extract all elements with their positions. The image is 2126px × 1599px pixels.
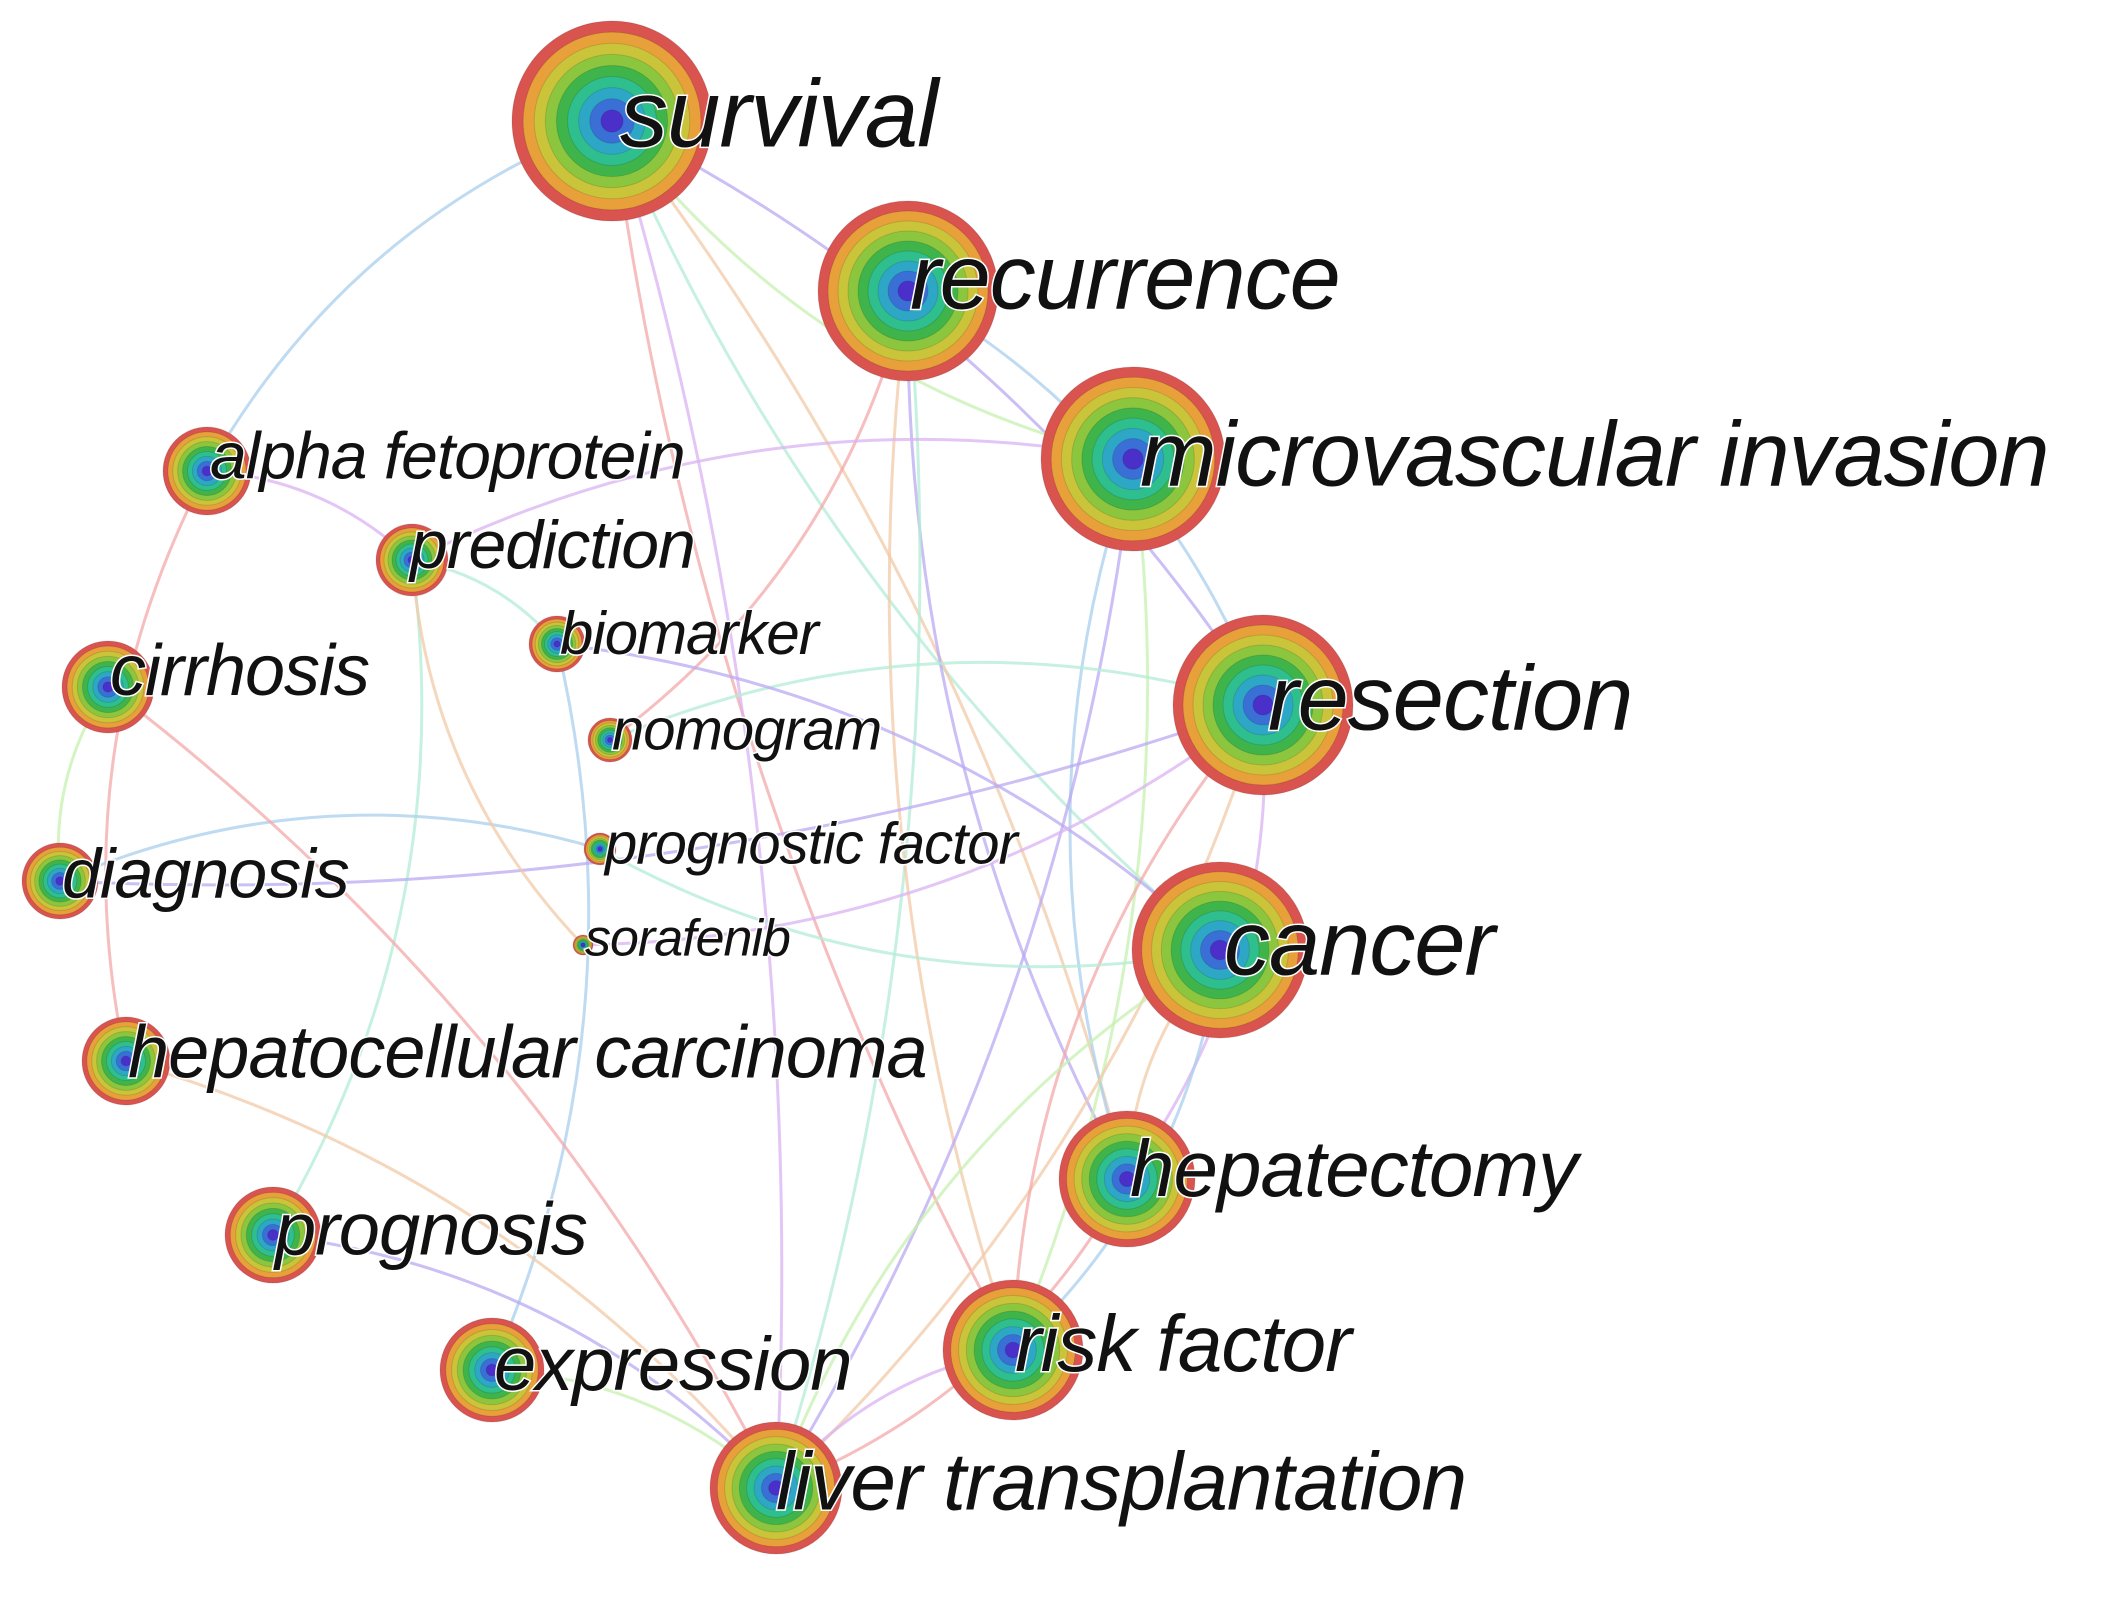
edge-resection-risk-factor [1011,704,1265,1351]
node-label-recurrence: recurrence [910,226,1340,328]
node-ring [597,846,603,852]
node-ring [407,555,417,565]
node-cancer[interactable] [1131,861,1309,1039]
labels-layer: survival recurrence microvascular invasion… [61,59,2052,1529]
node-label-expression: expression [494,1322,852,1407]
node-label-hepatectomy: hepatectomy [1130,1124,1583,1213]
edge-cancer-biomarker [556,642,1222,952]
edge-survival-resection [611,119,1265,706]
node-ring [553,640,561,648]
node-label-prognosis: prognosis [273,1188,587,1271]
edge-sorafenib-resection [582,703,1264,947]
node-ring [1118,1170,1136,1188]
node-label-prognostic-factor: prognostic factor [603,811,1020,876]
edge-cancer-prognostic-factor [599,847,1221,969]
node-ring [1252,694,1274,716]
node-ring [607,737,613,743]
node-label-alpha-fetoprotein: alpha fetoprotein [210,418,685,492]
node-label-risk-factor: risk factor [1015,1299,1355,1388]
node-ring [120,1055,132,1067]
node-ring [600,109,624,133]
node-label-hepatocellular-carcinoma: hepatocellular carcinoma [128,1011,927,1094]
edge-diagnosis-resection [59,703,1264,887]
edge-alpha-fetoprotein-hepatocellular-carcinoma [104,470,209,1062]
node-ring [580,942,586,948]
node-ring [768,1480,784,1496]
node-ring [1122,448,1144,470]
node-expression[interactable] [439,1317,545,1423]
edge-hepatocellular-carcinoma-liver-transplantation [125,1059,778,1489]
edge-resection-liver-transplantation [774,704,1265,1490]
node-ring [267,1229,279,1241]
edge-microvascular-invasion-liver-transplantation [774,458,1135,1489]
edge-recurrence-risk-factor [887,290,1015,1351]
node-label-microvascular-invasion: microvascular invasion [1140,403,2049,505]
node-ring [485,1363,499,1377]
node-cirrhosis[interactable] [61,640,155,734]
node-nomogram[interactable] [587,717,633,763]
node-prognosis[interactable] [224,1186,322,1284]
edge-microvascular-invasion-risk-factor [1011,458,1150,1351]
node-hepatocellular-carcinoma[interactable] [81,1016,171,1106]
node-ring [1004,1341,1022,1359]
node-label-nomogram: nomogram [612,697,881,762]
edge-survival-risk-factor [610,120,1015,1351]
edge-survival-hepatectomy [610,120,1129,1180]
edge-expression-biomarker [490,643,591,1371]
node-label-resection: resection [1268,647,1632,749]
node-risk-factor[interactable] [942,1279,1084,1421]
node-microvascular-invasion[interactable] [1040,366,1226,552]
edge-prognosis-liver-transplantation [272,1233,778,1490]
node-alpha-fetoprotein[interactable] [162,426,252,516]
node-ring [55,876,65,886]
edge-survival-liver-transplantation [610,120,784,1489]
edge-diagnosis-prognostic-factor [59,813,601,883]
node-hepatectomy[interactable] [1058,1110,1196,1248]
node-ring [102,681,114,693]
node-label-sorafenib: sorafenib [585,910,790,968]
node-label-diagnosis: diagnosis [62,834,349,912]
edge-prognosis-prediction [271,559,424,1236]
node-sorafenib[interactable] [572,934,594,956]
edge-resection-nomogram [609,661,1264,742]
node-label-biomarker: biomarker [560,600,821,667]
edge-survival-cancer [610,120,1221,952]
edge-cirrhosis-liver-transplantation [107,685,778,1489]
node-ring [897,280,919,302]
node-liver-transplantation[interactable] [709,1421,843,1555]
node-label-prediction: prediction [408,507,695,583]
edge-recurrence-hepatectomy [906,290,1129,1180]
edge-microvascular-invasion-hepatectomy [1068,458,1135,1180]
node-label-cancer: cancer [1224,892,1498,994]
node-prognostic-factor[interactable] [583,832,617,866]
node-ring [1209,939,1231,961]
node-biomarker[interactable] [528,615,586,673]
edge-cancer-liver-transplantation [774,948,1221,1489]
node-recurrence[interactable] [817,200,999,382]
edge-prediction-sorafenib [410,559,585,947]
node-ring [201,465,213,477]
edge-microvascular-invasion-prediction [411,437,1134,562]
node-diagnosis[interactable] [21,842,99,920]
node-resection[interactable] [1172,614,1354,796]
node-prediction[interactable] [375,523,449,597]
nodes-layer [21,20,1354,1555]
node-survival[interactable] [511,20,713,222]
node-label-cirrhosis: cirrhosis [110,631,369,711]
node-label-liver-transplantation: liver transplantation [776,1437,1466,1528]
node-label-survival: survival [620,60,941,167]
